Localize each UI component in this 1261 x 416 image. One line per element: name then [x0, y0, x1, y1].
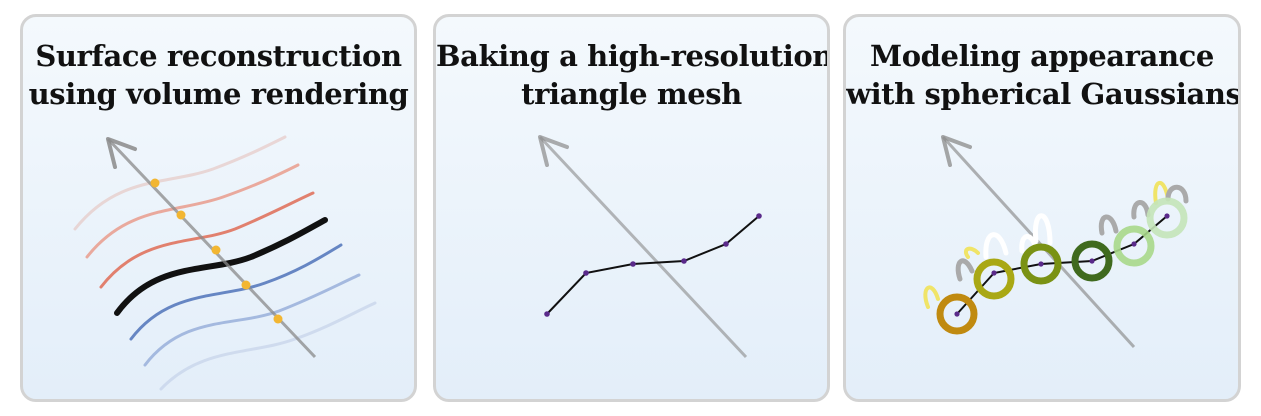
mesh-vertex: [1131, 241, 1137, 247]
gaussian-lobe: [983, 232, 1009, 260]
gaussian-circle: [1020, 243, 1062, 285]
panel-title-line-2: triangle mesh: [521, 77, 742, 111]
panel-volume-rendering: Surface reconstruction using volume rend…: [20, 14, 417, 402]
gaussian-circle: [936, 293, 978, 335]
lobes: [923, 181, 1189, 309]
mesh-vertex: [991, 270, 997, 276]
volume-rendering-illustration: [73, 135, 377, 391]
gaussian-lobe: [955, 258, 975, 282]
mesh-vertex: [1038, 261, 1044, 267]
panel-title-line-2: with spherical Gaussians: [846, 77, 1241, 111]
ray-arrow-icon: [941, 135, 972, 167]
panel-spherical-gaussians: Modeling appearance with spherical Gauss…: [843, 14, 1241, 402]
mesh-vertex: [954, 311, 960, 317]
camera-ray: [941, 135, 1136, 349]
panel-mesh-baking: Baking a high-resolution triangle mesh: [433, 14, 830, 402]
panel-title-line-1: Baking a high-resolution: [436, 39, 830, 73]
surface-curve: [114, 217, 328, 316]
triangle-mesh-edge: [956, 215, 1168, 315]
gaussian-lobe: [923, 285, 940, 309]
spherical-gaussians-illustration: [923, 135, 1189, 349]
panel-title: Modeling appearance with spherical Gauss…: [846, 37, 1238, 113]
mesh-vertex: [1089, 258, 1095, 264]
sample-point: [150, 178, 160, 188]
mesh-vertex: [630, 261, 636, 267]
triangle-mesh-edge: [546, 215, 760, 315]
ray-arrow-icon: [106, 137, 137, 169]
panel-title-line-2: using volume rendering: [28, 77, 409, 111]
gaussian-circle: [1146, 197, 1188, 239]
mesh-vertex: [1164, 213, 1170, 219]
mesh-vertex: [756, 213, 762, 219]
mesh-vertex: [723, 241, 729, 247]
mesh-vertices: [544, 213, 762, 317]
panel-title: Surface reconstruction using volume rend…: [23, 37, 414, 113]
mesh-vertex: [583, 270, 589, 276]
level-set-curve: [99, 191, 315, 289]
mesh-vertex: [544, 311, 550, 317]
sample-point: [273, 314, 283, 324]
panel-title: Baking a high-resolution triangle mesh: [436, 37, 827, 113]
mesh-baking-illustration: [538, 135, 762, 359]
gaussian-circle: [1071, 240, 1113, 282]
panel-title-line-1: Surface reconstruction: [35, 39, 402, 73]
gaussian-lobe: [963, 246, 980, 259]
gaussian-lobe: [1098, 214, 1119, 236]
mesh-vertex: [681, 258, 687, 264]
ray-arrow-icon: [538, 135, 569, 167]
gaussian-lobe: [1131, 200, 1151, 220]
spherical-gaussians: [936, 197, 1188, 335]
sample-point: [176, 210, 186, 220]
level-set-curve: [85, 163, 300, 259]
level-set-curve: [129, 243, 343, 341]
gaussian-circle: [973, 258, 1015, 300]
level-set-curve: [73, 135, 287, 231]
sample-point: [211, 245, 221, 255]
sample-point: [241, 280, 251, 290]
gaussian-lobe: [1165, 184, 1189, 204]
gaussian-circle: [1113, 225, 1155, 267]
camera-ray: [538, 135, 748, 359]
sample-points: [150, 178, 283, 324]
gaussian-lobe: [1032, 213, 1053, 246]
level-set-curve: [159, 301, 377, 391]
mesh-vertices: [954, 213, 1170, 317]
panel-title-line-1: Modeling appearance: [870, 39, 1214, 73]
